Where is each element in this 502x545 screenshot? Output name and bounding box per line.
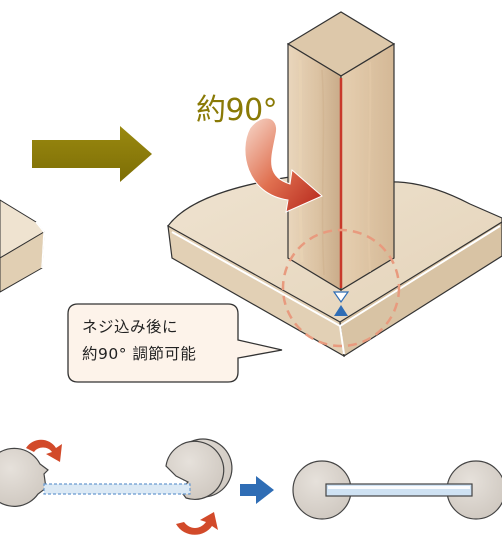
before-adjustment-diagram [0, 438, 233, 535]
rotate-arrow-icon [176, 512, 218, 535]
callout-bubble [67, 303, 283, 383]
callout-text: ネジ込み後に 約90° 調節可能 [68, 304, 238, 382]
previous-step-base [0, 199, 45, 293]
post [286, 11, 396, 292]
rotate-arrow-icon [26, 439, 62, 462]
connector-bar-unlocked [43, 483, 191, 495]
rotation-angle-label: 約90° [196, 93, 278, 128]
step-arrow-blue [240, 476, 274, 504]
rotation-arrow-icon [244, 117, 323, 213]
highlight-dashed-circle [281, 228, 401, 348]
left-cam-circle [0, 447, 49, 507]
step-arrow-olive [32, 126, 152, 182]
connector-bar-locked [325, 483, 473, 497]
alignment-markers [332, 291, 350, 316]
callout-line-1: ネジ込み後に [82, 318, 179, 336]
after-adjustment-diagram [292, 460, 502, 520]
callout-line-2: 約90° 調節可能 [82, 345, 197, 363]
